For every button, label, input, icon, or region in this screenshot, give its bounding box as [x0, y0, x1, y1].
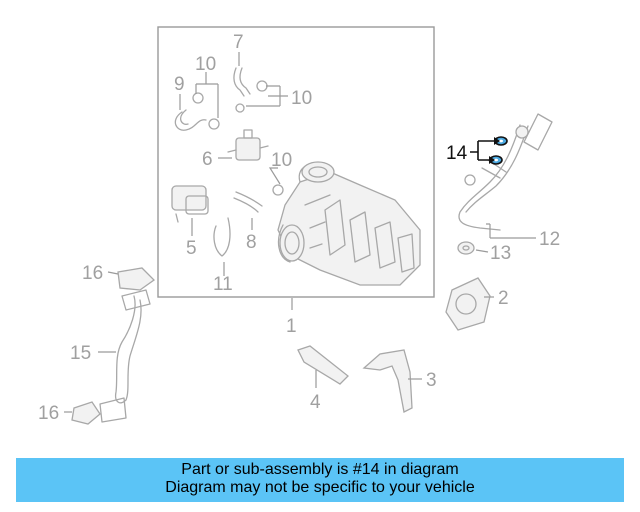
leader-lines [64, 52, 536, 413]
callout-8: 8 [246, 232, 257, 253]
callout-4: 4 [310, 392, 321, 413]
callout-7: 7 [233, 32, 244, 53]
callout-10-lower: 10 [271, 150, 292, 171]
seal-13[interactable] [457, 241, 475, 255]
hose-9[interactable] [174, 109, 207, 131]
oil-line-12[interactable] [458, 113, 553, 231]
callout-10-right: 10 [291, 88, 312, 109]
clamps-10[interactable] [192, 80, 284, 196]
bracket-3[interactable] [362, 349, 413, 413]
valve-6[interactable] [227, 129, 269, 161]
callout-16-bottom: 16 [38, 403, 59, 424]
callout-3: 3 [426, 370, 437, 391]
callout-16-top: 16 [82, 263, 103, 284]
callout-2: 2 [498, 288, 509, 309]
gasket-16-bottom[interactable] [71, 401, 101, 425]
caption-line-disclaimer: Diagram may not be specific to your vehi… [165, 479, 475, 496]
caption-line-part: Part or sub-assembly is #14 in diagram [181, 461, 459, 478]
coolant-line-15[interactable] [99, 289, 151, 423]
callout-15: 15 [70, 343, 91, 364]
hose-7[interactable] [233, 67, 251, 97]
caption-banner: Part or sub-assembly is #14 in diagram D… [16, 458, 624, 502]
callout-10-left: 10 [195, 54, 216, 75]
gasket-2[interactable] [445, 277, 491, 331]
hose-11[interactable] [213, 217, 231, 257]
assembly-frame [157, 26, 435, 298]
callout-11: 11 [213, 274, 233, 295]
callout-13: 13 [490, 243, 511, 264]
callout-9: 9 [174, 74, 185, 95]
bracket-4[interactable] [297, 345, 349, 385]
turbocharger-assembly[interactable] [277, 161, 421, 286]
callout-1: 1 [286, 316, 297, 337]
hose-8[interactable] [233, 191, 263, 213]
callout-5: 5 [186, 238, 197, 259]
valve-5[interactable] [171, 185, 209, 223]
gasket-16-top[interactable] [117, 267, 156, 291]
callout-12: 12 [539, 229, 560, 250]
callout-14: 14 [446, 143, 468, 164]
callout-6: 6 [202, 149, 213, 170]
